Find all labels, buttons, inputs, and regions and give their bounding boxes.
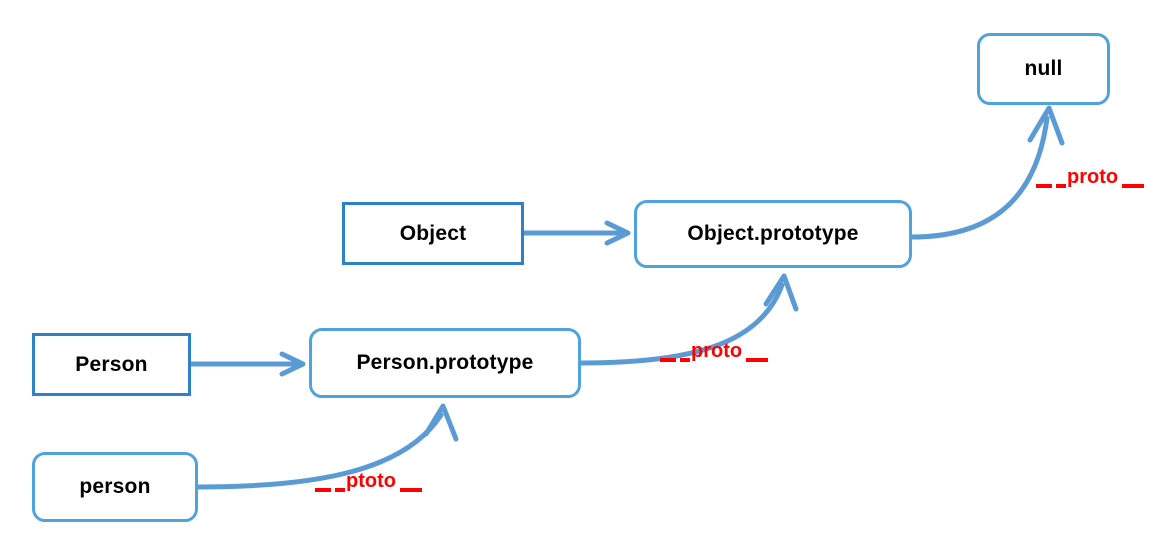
node-person-instance[interactable]: person (32, 452, 198, 522)
label-dash-left2 (335, 488, 345, 492)
label-proto-null-text: proto (1066, 167, 1119, 187)
label-dash-left (660, 358, 676, 362)
squiggly-underline-icon (345, 491, 397, 498)
label-dash-left (1036, 184, 1052, 188)
label-proto-object: proto (660, 341, 769, 362)
edge-object-to-object-prototype (521, 220, 631, 246)
label-dash-right (1122, 184, 1145, 188)
node-object-prototype-label: Object.prototype (687, 222, 859, 245)
label-dash-left2 (680, 358, 690, 362)
label-ptoto-person-text: ptoto (345, 471, 397, 491)
node-person-prototype[interactable]: Person.prototype (309, 328, 581, 398)
node-person-instance-label: person (79, 475, 151, 498)
label-ptoto-person: ptoto (315, 471, 422, 492)
squiggly-underline-icon (1066, 187, 1119, 194)
edge-person-to-person-prototype (188, 351, 306, 377)
label-proto-null: proto (1036, 167, 1145, 188)
label-dash-right (399, 488, 422, 492)
node-null[interactable]: null (977, 33, 1110, 105)
label-dash-left2 (1056, 184, 1066, 188)
node-person[interactable]: Person (32, 333, 191, 396)
label-dash-right (746, 358, 769, 362)
node-object-prototype[interactable]: Object.prototype (634, 200, 912, 268)
node-person-label: Person (75, 352, 148, 376)
node-person-prototype-label: Person.prototype (356, 351, 534, 374)
label-dash-left (315, 488, 331, 492)
node-null-label: null (1024, 57, 1063, 80)
node-object[interactable]: Object (342, 202, 524, 265)
squiggly-underline-icon (690, 361, 743, 368)
label-proto-object-text: proto (690, 341, 743, 361)
node-object-label: Object (399, 221, 467, 245)
